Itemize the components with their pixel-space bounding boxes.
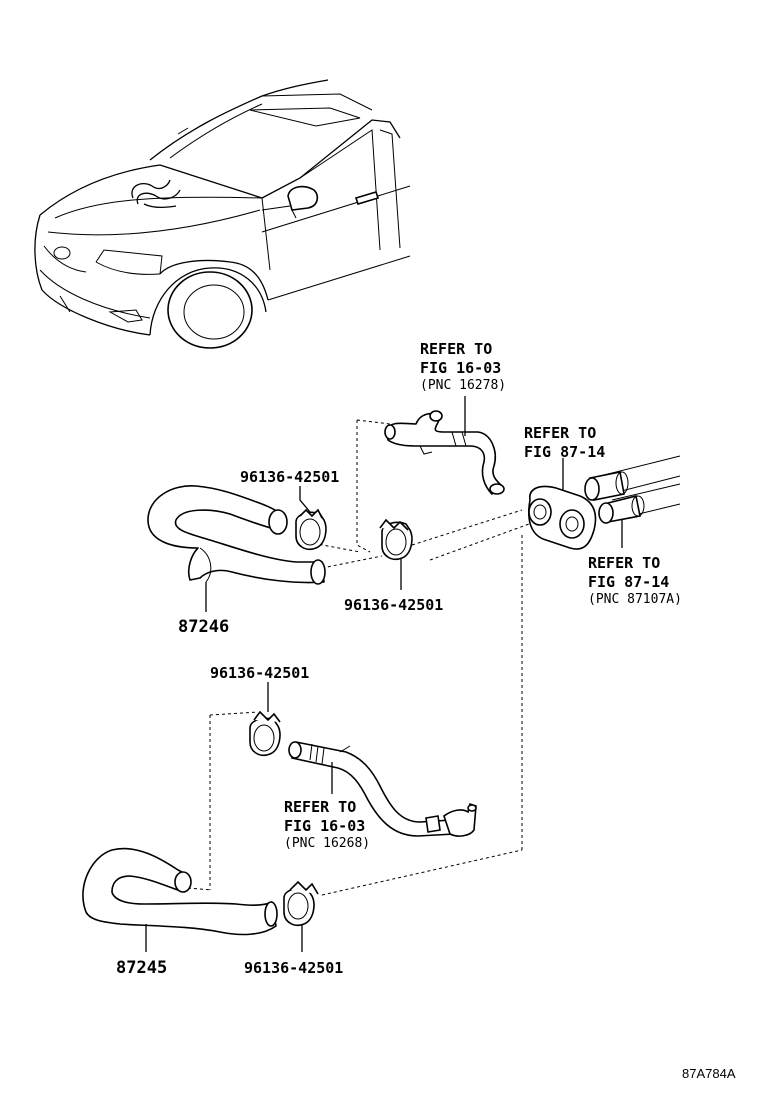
ref-valve-line1: REFER TO [524, 424, 596, 442]
hose-clamp-2 [379, 518, 413, 561]
ref-top-line1: REFER TO [420, 340, 492, 358]
coolant-pipe-upper [384, 410, 505, 495]
clamp-2-label: 96136-42501 [344, 596, 443, 614]
clamp-1-label: 96136-42501 [240, 468, 339, 486]
ref-mid-pnc: (PNC 16268) [284, 836, 370, 851]
hose-clamp-3 [249, 710, 281, 757]
diagram-code: 87A784A [682, 1066, 736, 1081]
hose-87246 [147, 485, 326, 585]
hose-clamp-1 [295, 508, 327, 551]
car-illustration [34, 79, 411, 349]
ref-top-pnc: (PNC 16278) [420, 378, 506, 393]
heater-pipes [584, 455, 681, 524]
alignment-lines [187, 419, 541, 896]
ref-pipes-line2: FIG 87-14 [588, 573, 669, 591]
hose-87245-label: 87245 [116, 958, 167, 978]
hose-clamp-4 [283, 880, 319, 927]
ref-mid-line1: REFER TO [284, 798, 356, 816]
water-valve [528, 485, 597, 550]
hose-87246-label: 87246 [178, 617, 229, 637]
ref-top-line2: FIG 16-03 [420, 359, 501, 377]
ref-pipes-line1: REFER TO [588, 554, 660, 572]
hose-87245 [82, 847, 278, 936]
ref-mid-line2: FIG 16-03 [284, 817, 365, 835]
clamp-3-label: 96136-42501 [210, 664, 309, 682]
clamp-4-label: 96136-42501 [244, 959, 343, 977]
ref-valve-line2: FIG 87-14 [524, 443, 605, 461]
leader-clamp-1 [299, 486, 311, 513]
ref-pipes-pnc: (PNC 87107A) [588, 592, 682, 607]
